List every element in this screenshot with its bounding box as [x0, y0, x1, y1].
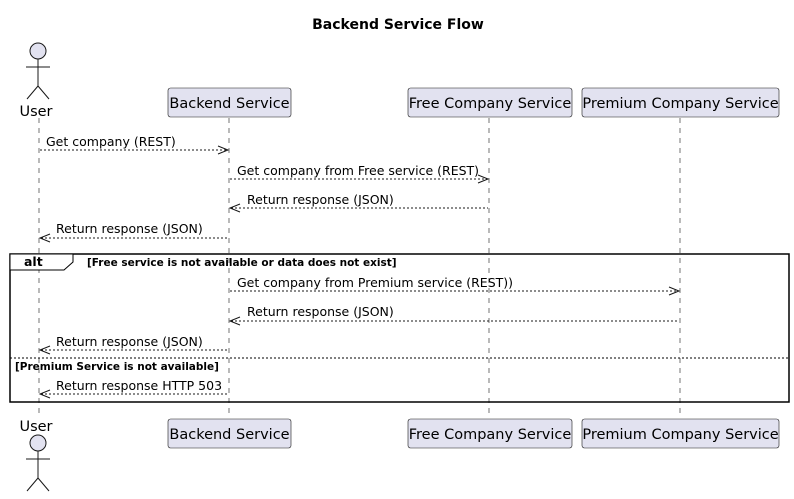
message-label: Return response HTTP 503	[56, 378, 222, 393]
user-label-top: User	[19, 104, 52, 120]
message-label: Get company from Free service (REST)	[237, 163, 479, 178]
alt-keyword: alt	[24, 254, 43, 269]
message-label: Get company from Premium service (REST))	[237, 275, 513, 290]
alt-guard-condition: [Free service is not available or data d…	[87, 257, 397, 269]
user-actor-icon-bottom	[26, 434, 50, 492]
svg-text:Backend Service: Backend Service	[169, 96, 289, 112]
svg-text:Free Company Service: Free Company Service	[409, 96, 572, 112]
message-label: Return response (JSON)	[247, 192, 394, 207]
svg-text:Premium Company Service: Premium Company Service	[582, 427, 778, 443]
message-label: Return response (JSON)	[247, 304, 394, 319]
else-guard-condition: [Premium Service is not available]	[15, 361, 219, 373]
arrowhead-right-icon	[217, 145, 230, 155]
arrowhead-left-icon	[228, 203, 241, 213]
message-label: Return response (JSON)	[56, 334, 203, 349]
arrowhead-left-icon	[38, 233, 51, 243]
svg-text:Free Company Service: Free Company Service	[409, 427, 572, 443]
user-label-bottom: User	[19, 419, 52, 435]
message-label: Return response (JSON)	[56, 221, 203, 236]
arrowhead-left-icon	[38, 345, 51, 355]
premium-company-service-box-bottom: Premium Company Service	[581, 418, 780, 449]
arrowhead-right-icon	[668, 286, 681, 296]
backend-service-box-bottom: Backend Service	[167, 418, 292, 449]
free-company-service-box-top: Free Company Service	[407, 87, 573, 118]
user-actor-icon-top	[26, 42, 50, 100]
alt-fragment-tab	[9, 253, 74, 271]
free-company-service-box-bottom: Free Company Service	[407, 418, 573, 449]
message-label: Get company (REST)	[46, 134, 176, 149]
arrowhead-left-icon	[228, 316, 241, 326]
alt-fragment-frame	[9, 253, 790, 403]
diagram-title: Backend Service Flow	[312, 17, 484, 33]
svg-text:Premium Company Service: Premium Company Service	[582, 96, 778, 112]
premium-company-service-box-top: Premium Company Service	[581, 87, 780, 118]
backend-service-box-top: Backend Service	[167, 87, 292, 118]
arrowhead-left-icon	[38, 389, 51, 399]
arrowhead-right-icon	[477, 174, 490, 184]
svg-text:Backend Service: Backend Service	[169, 427, 289, 443]
